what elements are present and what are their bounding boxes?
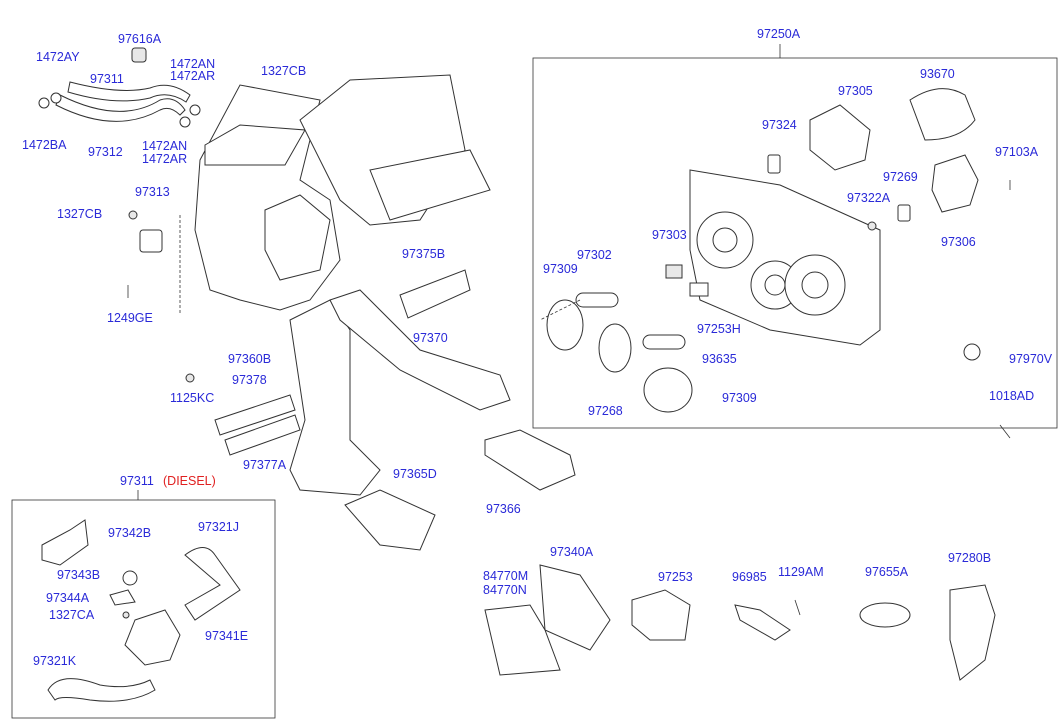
label-93670: 93670 (920, 67, 955, 81)
diesel-parts (41, 519, 241, 702)
label-84770M: 84770M (483, 569, 529, 583)
label-1472AR-top: 1472AR (170, 69, 216, 83)
label-96985: 96985 (732, 570, 767, 584)
label-97324: 97324 (762, 118, 797, 132)
label-1327CB-left: 1327CB (57, 207, 103, 221)
label-97655A: 97655A (865, 565, 909, 579)
label-97370: 97370 (413, 331, 448, 345)
label-1472AR-bottom: 1472AR (142, 152, 188, 166)
label-97344A: 97344A (46, 591, 90, 605)
label-97340A: 97340A (550, 545, 594, 559)
label-97269: 97269 (883, 170, 918, 184)
label-97341E: 97341E (205, 629, 249, 643)
label-1327CB-top: 1327CB (261, 64, 307, 78)
label-97305: 97305 (838, 84, 873, 98)
label-97322A: 97322A (847, 191, 891, 205)
label-97342B: 97342B (108, 526, 152, 540)
label-1249GE: 1249GE (107, 311, 153, 325)
label-1472AN-bottom: 1472AN (142, 139, 188, 153)
label-1129AM: 1129AM (778, 565, 824, 579)
label-97378: 97378 (232, 373, 267, 387)
label-97311-diesel: 97311 (120, 474, 154, 488)
label-1472BA: 1472BA (22, 138, 67, 152)
label-93635: 93635 (702, 352, 737, 366)
label-97375B: 97375B (402, 247, 446, 261)
heater-unit (127, 74, 491, 315)
label-1125KC: 1125KC (170, 391, 215, 405)
label-97377A: 97377A (243, 458, 287, 472)
label-97313: 97313 (135, 185, 170, 199)
label-1018AD: 1018AD (989, 389, 1035, 403)
label-97360B: 97360B (228, 352, 272, 366)
label-97306: 97306 (941, 235, 976, 249)
label-97616A: 97616A (118, 32, 162, 46)
diesel-note: (DIESEL) (163, 474, 216, 488)
label-97253H: 97253H (697, 322, 741, 336)
diesel-box (11, 499, 276, 719)
label-1472AY: 1472AY (36, 50, 80, 64)
label-97321J: 97321J (198, 520, 240, 534)
label-97268: 97268 (588, 404, 623, 418)
label-97280B: 97280B (948, 551, 992, 565)
ducts (185, 269, 576, 551)
label-97302: 97302 (577, 248, 612, 262)
control-assembly-box (532, 57, 1058, 429)
label-97309-b: 97309 (722, 391, 757, 405)
label-97366: 97366 (486, 502, 521, 516)
label-84770N: 84770N (483, 583, 527, 597)
label-97250A: 97250A (757, 27, 801, 41)
label-97309-a: 97309 (543, 262, 578, 276)
label-97321K: 97321K (33, 654, 77, 668)
control-panel (539, 88, 1011, 439)
label-97365D: 97365D (393, 467, 437, 481)
label-1472AN-top: 1472AN (170, 57, 216, 71)
bottom-parts (484, 564, 996, 681)
label-97343B: 97343B (57, 568, 101, 582)
label-97311: 97311 (90, 72, 124, 86)
label-97303: 97303 (652, 228, 687, 242)
label-97970V: 97970V (1009, 352, 1053, 366)
label-97103A: 97103A (995, 145, 1039, 159)
label-97253: 97253 (658, 570, 693, 584)
label-97312: 97312 (88, 145, 123, 159)
label-1327CA: 1327CA (49, 608, 95, 622)
